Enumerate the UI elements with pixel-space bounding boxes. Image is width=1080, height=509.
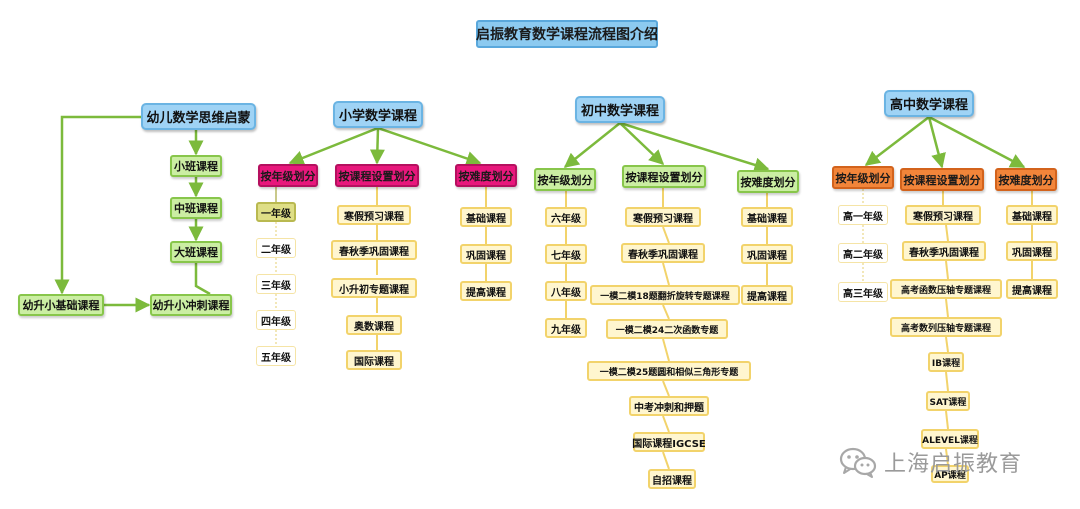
connector-line <box>945 260 949 280</box>
primary-grade-item: 四年级 <box>256 310 296 330</box>
kinder-sprint: 幼升小冲刺课程 <box>150 294 232 316</box>
connector-line <box>369 127 385 165</box>
connector-line <box>194 263 211 296</box>
high-heading: 高中数学课程 <box>884 90 974 117</box>
connector-line <box>945 371 949 392</box>
high-by-difficulty: 按难度划分 <box>995 168 1057 191</box>
middle-course-item: 一模二模18题翻折旋转专题课程 <box>590 285 740 305</box>
connector-line <box>945 336 949 353</box>
primary-grade-item: 三年级 <box>256 274 296 294</box>
high-by-course: 按课程设置划分 <box>900 168 984 191</box>
middle-grade-item: 八年级 <box>545 281 587 301</box>
middle-course-item: 自招课程 <box>648 469 696 489</box>
connector-line <box>54 115 141 295</box>
connector-line <box>662 262 670 286</box>
middle-grade-item: 七年级 <box>545 244 587 264</box>
primary-course-item: 春秋季巩固课程 <box>331 240 417 260</box>
primary-grade-item: 一年级 <box>256 202 296 222</box>
high-course-item: 寒假预习课程 <box>905 205 981 225</box>
high-course-item: 高考函数压轴专题课程 <box>890 279 1002 299</box>
middle-course-item: 春秋季巩固课程 <box>621 243 705 263</box>
primary-difficulty-item: 巩固课程 <box>460 244 512 264</box>
kinder-class-large: 大班课程 <box>170 241 222 263</box>
connector-line <box>945 298 949 318</box>
connector-line <box>928 115 1026 169</box>
middle-difficulty-item: 提高课程 <box>741 285 793 305</box>
primary-course-item: 奥数课程 <box>346 315 402 335</box>
middle-course-item: 一模二模24二次函数专题 <box>606 319 728 339</box>
kinder-heading: 幼儿数学思维启蒙 <box>141 103 256 130</box>
connector-line <box>662 380 670 397</box>
kinder-foundation: 幼升小基础课程 <box>18 294 104 316</box>
middle-course-item: 寒假预习课程 <box>625 207 701 227</box>
high-difficulty-item: 提高课程 <box>1006 279 1058 299</box>
high-course-item: AP课程 <box>931 465 969 483</box>
primary-course-item: 国际课程 <box>346 350 402 370</box>
high-grade-item: 高二年级 <box>838 243 888 263</box>
connector-line <box>662 451 670 470</box>
primary-by-course: 按课程设置划分 <box>335 164 419 187</box>
connector-line <box>927 116 946 169</box>
primary-grade-item: 五年级 <box>256 346 296 366</box>
high-course-item: 春秋季巩固课程 <box>902 241 986 261</box>
connector-line <box>945 224 949 242</box>
middle-difficulty-item: 巩固课程 <box>741 244 793 264</box>
middle-course-item: 一模二模25题圆和相似三角形专题 <box>587 361 751 381</box>
middle-grade-item: 六年级 <box>545 207 587 227</box>
middle-course-item: 中考冲刺和押题 <box>629 396 709 416</box>
connector-line <box>563 122 621 168</box>
connector-line <box>662 304 670 320</box>
middle-grade-item: 九年级 <box>545 318 587 338</box>
wechat-icon <box>839 447 877 478</box>
high-difficulty-item: 巩固课程 <box>1006 241 1058 261</box>
high-course-item: ALEVEL课程 <box>921 429 979 449</box>
middle-course-item: 国际课程IGCSE <box>632 432 706 452</box>
connector-line <box>662 415 670 433</box>
primary-difficulty-item: 提高课程 <box>460 281 512 301</box>
high-grade-item: 高三年级 <box>838 282 888 302</box>
watermark: 上海启振教育 <box>838 444 1058 480</box>
connector-line <box>288 126 379 165</box>
middle-by-course: 按课程设置划分 <box>622 165 706 188</box>
middle-by-grade: 按年级划分 <box>534 168 596 191</box>
high-course-item: SAT课程 <box>926 391 970 411</box>
middle-by-difficulty: 按难度划分 <box>737 170 799 193</box>
kinder-class-small: 小班课程 <box>170 155 222 177</box>
middle-heading: 初中数学课程 <box>575 96 665 123</box>
connector-line <box>864 116 930 166</box>
high-course-item: 高考数列压轴专题课程 <box>890 317 1002 337</box>
diagram-title: 启振教育数学课程流程图介绍 <box>476 20 658 48</box>
middle-difficulty-item: 基础课程 <box>741 207 793 227</box>
primary-by-grade: 按年级划分 <box>258 164 318 187</box>
high-by-grade: 按年级划分 <box>832 166 894 189</box>
primary-course-item: 寒假预习课程 <box>337 205 411 225</box>
primary-grade-item: 二年级 <box>256 238 296 258</box>
kinder-class-middle: 中班课程 <box>170 197 222 219</box>
primary-course-item: 小升初专题课程 <box>331 278 417 298</box>
connector-line <box>662 338 670 362</box>
primary-by-difficulty: 按难度划分 <box>455 164 517 187</box>
high-grade-item: 高一年级 <box>838 205 888 225</box>
high-course-item: IB课程 <box>928 352 964 372</box>
primary-heading: 小学数学课程 <box>333 101 423 128</box>
connector-line <box>619 122 665 166</box>
high-difficulty-item: 基础课程 <box>1006 205 1058 225</box>
connector-line <box>619 121 770 173</box>
connector-line <box>377 126 482 166</box>
connector-line <box>945 410 949 430</box>
connector-line <box>662 226 670 244</box>
connector-line <box>945 448 949 466</box>
watermark-text: 上海启振教育 <box>884 452 1023 477</box>
primary-difficulty-item: 基础课程 <box>460 207 512 227</box>
